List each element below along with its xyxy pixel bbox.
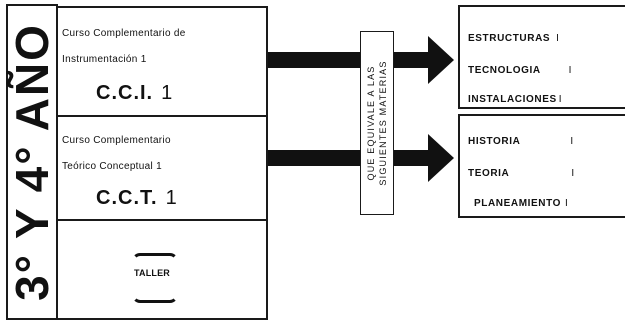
subject-instalaciones-name: INSTALACIONES [468,94,557,105]
arrow-bottom-shaft [394,150,430,166]
taller-icon [132,253,178,303]
equivalence-line2: SIGUIENTES MATERIAS [378,60,388,186]
taller-label: TALLER [133,268,171,278]
course-cci-code-text: C.C.I. [96,82,154,104]
subject-tecnologia-value: I [568,65,573,76]
subject-teoria-value: I [571,168,575,179]
course-cct-code-num: 1 [165,187,178,209]
equivalence-line1: QUE EQUIVALE A LAS [366,65,376,181]
equivalence-text: QUE EQUIVALE A LAS SIGUIENTES MATERIAS [365,60,389,185]
subject-estructuras-value: I [556,33,560,44]
subject-planeamiento-value: I [565,198,569,209]
course-cct-code: C.C.T. 1 [96,187,178,210]
course-box-cct: Curso Complementario Teórico Conceptual … [56,115,266,221]
course-cct-code-text: C.C.T. [96,187,158,209]
subject-estructuras: ESTRUCTURAS I [468,33,560,44]
course-cci-code: C.C.I. 1 [96,82,173,105]
subject-estructuras-name: ESTRUCTURAS [468,33,551,44]
course-box-cci: Curso Complementario de Instrumentación … [56,8,266,117]
arrow-top-shaft [394,52,430,68]
subject-tecnologia-name: TECNOLOGIA [468,65,541,76]
arrow-top-head [428,36,454,84]
arrow-cct-shaft [268,150,360,166]
arrow-cci-shaft [268,52,360,68]
subject-instalaciones-value: I [558,94,563,105]
course-box-taller: TALLER [56,219,266,320]
year-label: 3° Y 4° AÑO [6,23,58,301]
subject-teoria-name: TEORIA [468,168,510,179]
equivalence-box: QUE EQUIVALE A LAS SIGUIENTES MATERIAS [360,31,394,215]
course-column: Curso Complementario de Instrumentación … [56,6,268,320]
subject-historia-name: HISTORIA [468,136,521,147]
course-cci-line2: Instrumentación 1 [62,54,147,65]
course-cct-line2: Teórico Conceptual 1 [62,161,162,172]
subject-tecnologia: TECNOLOGIA I [468,65,572,76]
subject-historia: HISTORIA I [468,136,574,147]
subject-planeamiento-name: PLANEAMIENTO [474,198,562,209]
course-cci-code-num: 1 [161,82,174,104]
arrow-bottom-head [428,134,454,182]
course-cci-line1: Curso Complementario de [62,28,186,39]
subject-teoria: TEORIA I [468,168,575,179]
subject-historia-value: I [570,136,574,147]
course-cct-line1: Curso Complementario [62,135,171,146]
year-banner: 3° Y 4° AÑO [6,4,58,320]
